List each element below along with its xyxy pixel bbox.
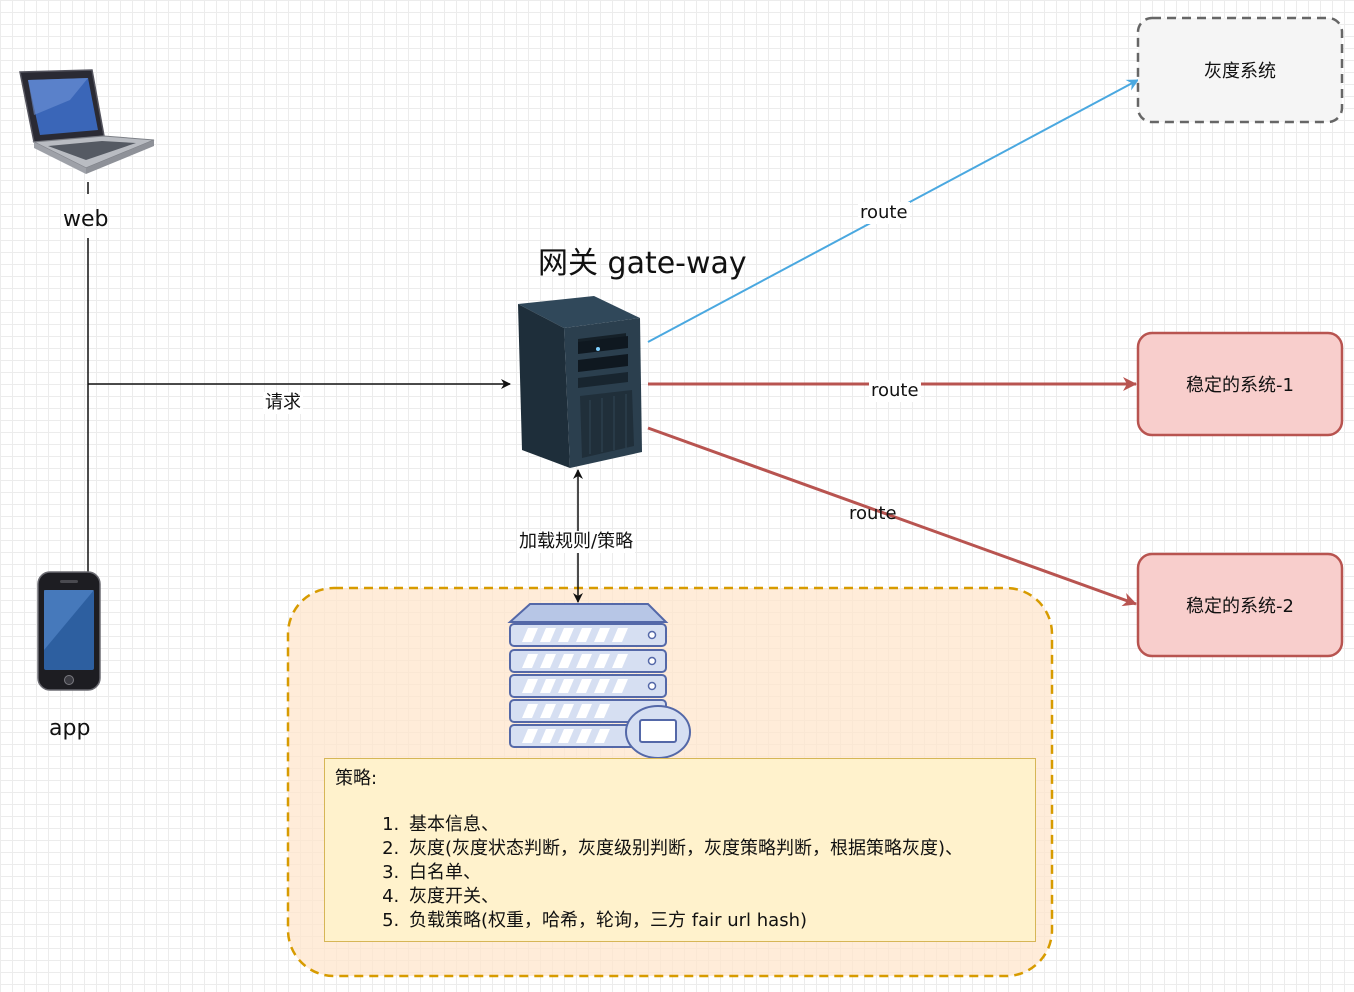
- strategy-box: 策略: 基本信息、 灰度(灰度状态判断，灰度级别判断，灰度策略判断，根据策略灰度…: [324, 758, 1036, 942]
- stable-system-1-label: 稳定的系统-1: [1186, 375, 1294, 396]
- app-label: app: [49, 716, 91, 741]
- route-stable-2-label: route: [849, 503, 897, 524]
- route-gray-label: route: [858, 202, 910, 224]
- strategy-item: 基本信息、: [405, 813, 1025, 837]
- web-label: web: [63, 207, 109, 232]
- stable-system-2-label: 稳定的系统-2: [1186, 596, 1294, 617]
- strategy-list: 基本信息、 灰度(灰度状态判断，灰度级别判断，灰度策略判断，根据策略灰度)、 白…: [335, 813, 1025, 933]
- server-tower-icon: [518, 296, 642, 468]
- route-stable-1-label: route: [869, 380, 921, 402]
- laptop-icon: [19, 69, 155, 174]
- gray-system-label: 灰度系统: [1204, 61, 1276, 82]
- gateway-title: 网关 gate-way: [538, 246, 747, 281]
- strategy-heading: 策略:: [335, 768, 378, 789]
- smartphone-icon: [37, 571, 101, 691]
- gray-system-box: [1136, 16, 1344, 124]
- stable-system-2-box: [1136, 552, 1344, 658]
- request-label: 请求: [263, 392, 303, 414]
- load-rules-label: 加载规则/策略: [517, 531, 636, 553]
- strategy-item: 灰度(灰度状态判断，灰度级别判断，灰度策略判断，根据策略灰度)、: [405, 837, 1025, 861]
- stable-system-1-box: [1136, 331, 1344, 437]
- strategy-item: 白名单、: [405, 861, 1025, 885]
- route-stable-2-arrow: [647, 426, 1137, 607]
- strategy-item: 负载策略(权重，哈希，轮询，三方 fair url hash): [405, 909, 1025, 933]
- server-rack-icon: [507, 603, 691, 759]
- strategy-item: 灰度开关、: [405, 885, 1025, 909]
